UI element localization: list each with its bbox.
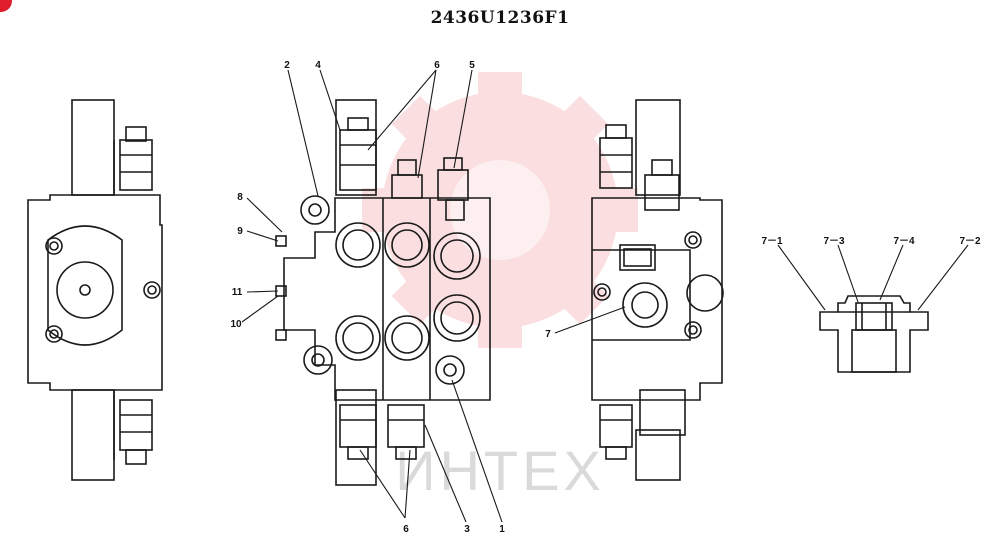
callout-6-bottom: 6 xyxy=(403,524,409,535)
right-side-view xyxy=(591,99,724,481)
callout-7-3: 7－3 xyxy=(823,236,845,247)
left-side-view xyxy=(27,99,163,481)
callout-7: 7 xyxy=(545,329,551,340)
callout-7-4: 7－4 xyxy=(893,236,915,247)
watermark-text: ИНТЕХ xyxy=(395,439,605,502)
callout-4: 4 xyxy=(315,60,321,71)
callout-10: 10 xyxy=(230,319,242,330)
callout-6-top: 6 xyxy=(434,60,440,71)
callout-2: 2 xyxy=(284,60,290,71)
watermark-gear-hole xyxy=(450,160,550,260)
callout-5: 5 xyxy=(469,60,475,71)
callout-3: 3 xyxy=(464,524,470,535)
callout-9: 9 xyxy=(237,226,243,237)
callout-7-1: 7－1 xyxy=(761,236,783,247)
fitting-detail-view xyxy=(819,295,929,373)
callout-7-2: 7－2 xyxy=(959,236,981,247)
callout-1: 1 xyxy=(499,524,505,535)
leader-lines xyxy=(241,69,969,523)
callout-11: 11 xyxy=(232,287,243,298)
callout-8: 8 xyxy=(237,192,243,203)
drawing-title: 2436U1236F1 xyxy=(430,8,570,28)
